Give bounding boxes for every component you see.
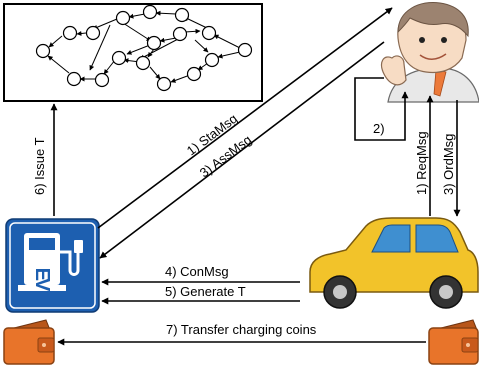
ev-charging-station-icon: EV — [5, 218, 100, 313]
graph-panel — [3, 3, 263, 102]
ev-sign-letters: EV — [31, 268, 53, 292]
graph-node — [135, 55, 151, 71]
label-req-msg: 1) ReqMsg — [414, 131, 429, 195]
label-ord-msg: 3) OrdMsg — [441, 134, 456, 195]
graph-node — [35, 43, 51, 59]
graph-node — [186, 66, 202, 82]
wallet-right-icon — [428, 319, 479, 365]
graph-node — [111, 50, 127, 66]
arrow-sta-msg — [97, 7, 393, 229]
graph-nodes — [35, 4, 253, 92]
label-transfer-coins: 7) Transfer charging coins — [166, 322, 317, 337]
arrow-ass-msg — [99, 41, 385, 259]
label-step-two: 2) — [373, 121, 385, 136]
graph-node — [85, 25, 101, 41]
graph-node — [94, 72, 110, 88]
graph-node — [201, 25, 217, 41]
graph-node — [146, 35, 162, 51]
graph-node — [156, 76, 172, 92]
label-con-msg: 4) ConMsg — [165, 264, 229, 279]
label-issue-t: 6) Issue T — [32, 137, 47, 195]
user-person-icon — [380, 1, 479, 103]
graph-node — [115, 10, 131, 26]
graph-node — [237, 42, 253, 58]
graph-node — [66, 71, 82, 87]
graph-node — [174, 7, 190, 23]
graph-node — [172, 26, 188, 42]
label-generate-t: 5) Generate T — [165, 284, 246, 299]
graph-node — [204, 52, 220, 68]
graph-node — [62, 25, 78, 41]
arrow-step-two — [354, 77, 409, 141]
wallet-left-icon — [3, 319, 55, 365]
car-icon — [309, 217, 479, 309]
graph-node — [142, 4, 158, 20]
